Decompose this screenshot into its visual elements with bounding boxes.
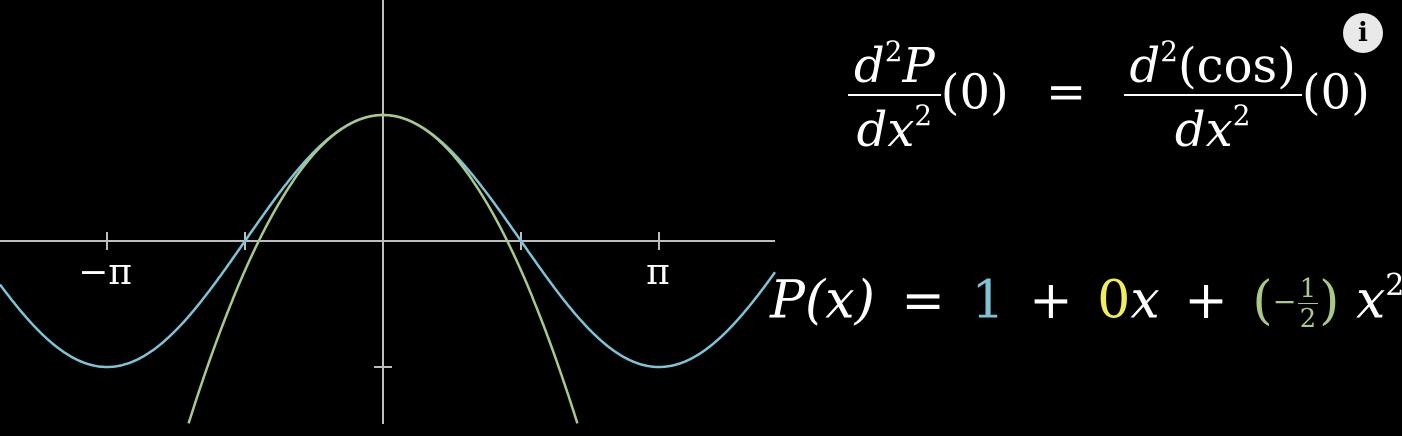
quadratic-variable: x <box>1355 270 1386 331</box>
rhs-argument: (0) <box>1301 64 1370 121</box>
quadratic-approximation-curve <box>187 113 579 424</box>
polynomial-lhs: P(x) <box>770 270 875 331</box>
equals-sign: = <box>901 270 945 331</box>
rhs-fraction: d2(cos) dx2 <box>1123 38 1302 154</box>
lhs-argument: (0) <box>940 64 1009 121</box>
graph: −π π <box>0 0 777 424</box>
tick-label-neg-pi: −π <box>78 252 132 293</box>
quadratic-exponent: 2 <box>1385 268 1402 303</box>
lhs-fraction: d2P dx2 <box>848 38 941 154</box>
plus-sign: + <box>1029 270 1073 331</box>
linear-coefficient: 0 <box>1097 270 1131 331</box>
constant-coefficient: 1 <box>971 270 1005 331</box>
info-icon[interactable]: i <box>1343 13 1383 53</box>
info-icon-label: i <box>1358 18 1368 48</box>
plus-sign: + <box>1184 270 1228 331</box>
tick-label-pi: π <box>646 252 670 293</box>
equals-sign: = <box>1046 64 1087 121</box>
second-derivative-equation: d2P dx2 (0) = d2(cos) dx2 (0) <box>848 38 1370 154</box>
linear-variable: x <box>1130 270 1160 331</box>
